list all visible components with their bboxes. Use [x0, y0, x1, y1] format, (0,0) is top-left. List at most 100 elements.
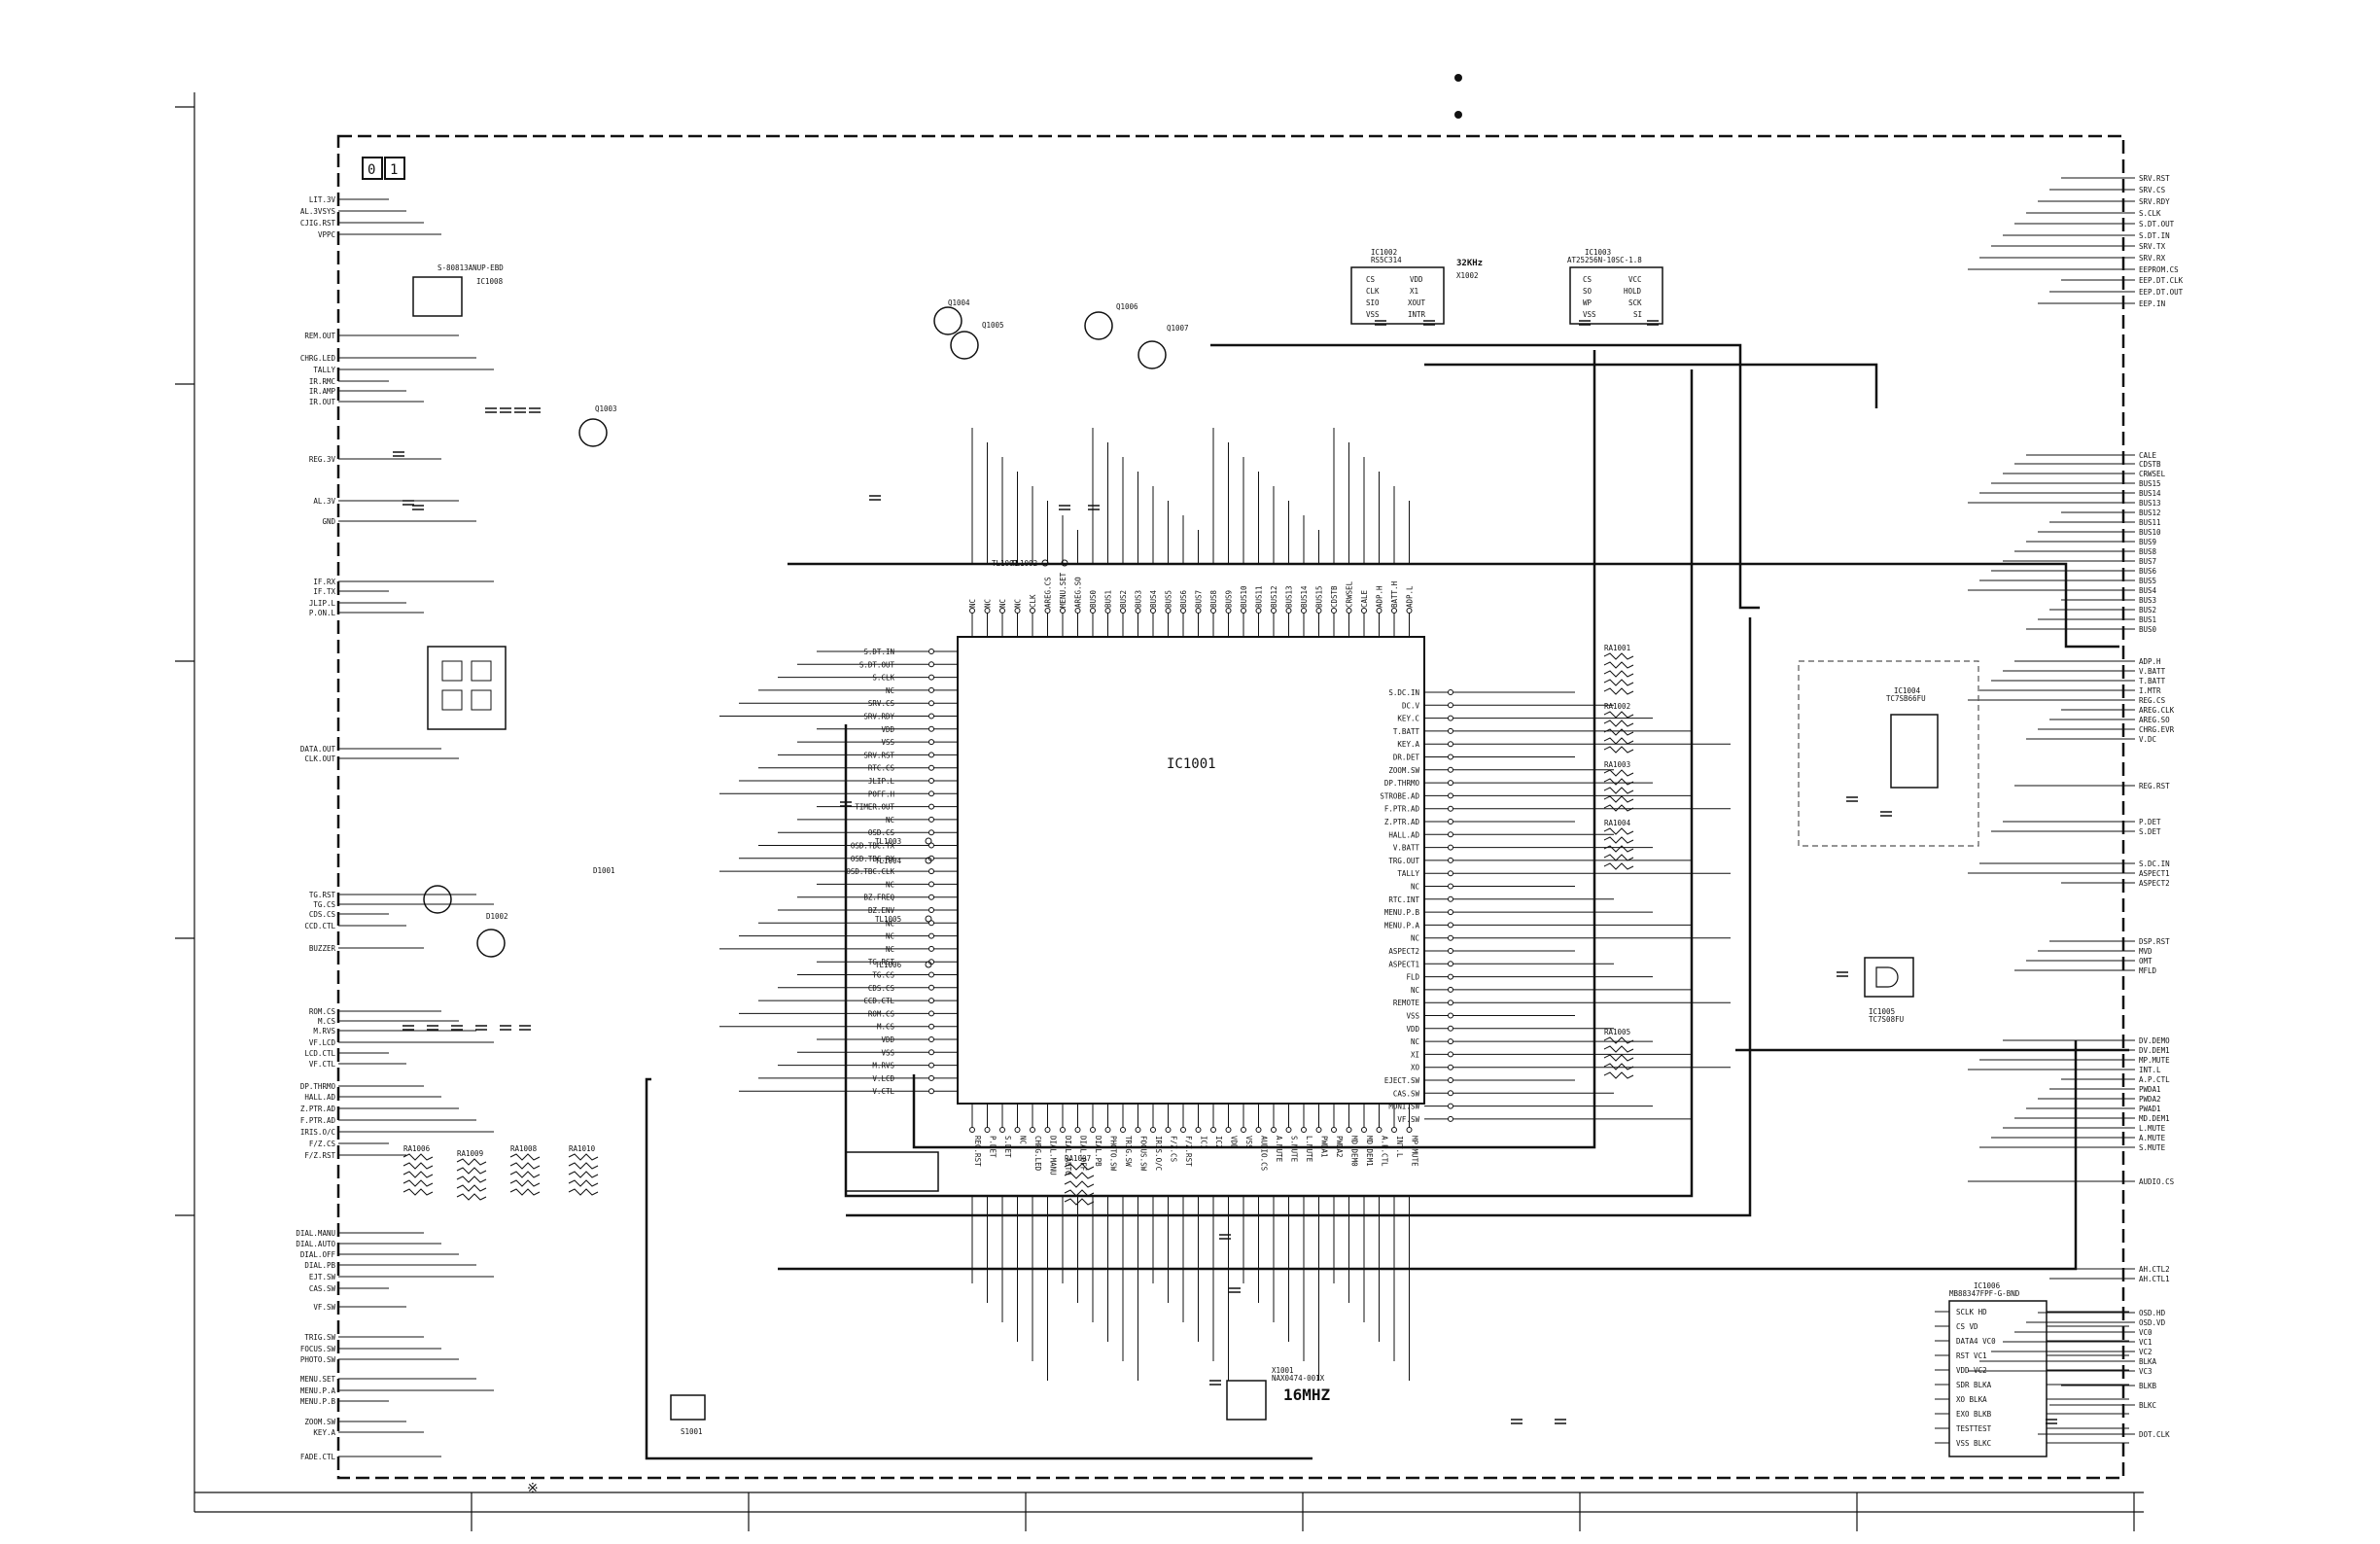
left-signal-label: ROM.CS — [309, 1007, 336, 1016]
ic1001-top-pin-label: ADP.H — [1376, 585, 1384, 608]
ic1001-left-pin-dot — [928, 829, 934, 836]
resistor-array-label: RA1005 — [1604, 1028, 1630, 1036]
ic1001-bottom-pin-dot — [1014, 1127, 1021, 1133]
ic1001-left-pin-dot — [928, 803, 934, 810]
ic1001-top-pin-label: CDSTB — [1330, 585, 1339, 608]
ic1001-bottom-pin-label: DIAL.MANU — [1049, 1136, 1058, 1176]
ic1001-right-pin-dot — [1448, 844, 1453, 851]
ic1001-left-pin-dot — [928, 984, 934, 991]
ic1001-bottom-pin-label: A.P.CTL — [1381, 1136, 1389, 1167]
resistor-array-label: RA1002 — [1604, 702, 1630, 711]
right-signal-label: OSD.VD — [2139, 1318, 2166, 1327]
ic1006-pin-label: DATA4 VC0 — [1956, 1337, 1996, 1346]
left-signal-label: DIAL.OFF — [300, 1250, 336, 1259]
right-signal-label: VC3 — [2139, 1367, 2152, 1376]
right-signal-label: EEP.DT.CLK — [2139, 276, 2184, 285]
ic1001-top-pin-label: BUS12 — [1270, 585, 1278, 608]
ic1001-top-pin-label: BUS1 — [1104, 590, 1113, 608]
ic1001-bottom-pin-dot — [984, 1127, 991, 1133]
left-signal-label: TG.CS — [313, 900, 335, 909]
ic1001-left-pin-dot — [928, 842, 934, 849]
crystal-32khz-label: 32KHz — [1456, 259, 1483, 268]
right-signal-label: DV.DEMO — [2139, 1036, 2170, 1045]
x1001-name: X1001 — [1272, 1366, 1294, 1375]
resistor-zigzag — [456, 1184, 487, 1192]
x1002-name: X1002 — [1456, 271, 1479, 280]
ic1001-bottom-pin-dot — [1285, 1127, 1292, 1133]
ic1001-top-pin-label: BUS6 — [1179, 589, 1188, 608]
ic1003-part: AT25256N-10SC-1.8 — [1567, 256, 1642, 264]
right-signal-label: P.DET — [2139, 818, 2161, 826]
ic1001-left-pin-dot — [928, 713, 934, 719]
right-signal-label: S.DT.OUT — [2139, 220, 2175, 228]
right-signal-label: CDSTB — [2139, 460, 2161, 469]
ic1003-pin-hold: HOLD — [1624, 287, 1642, 296]
ic1001-right-pin-dot — [1448, 857, 1453, 863]
block-badge: 0 1 — [362, 157, 405, 180]
ic1008-part: S-80813ANUP-EBD — [438, 263, 504, 272]
resistor-zigzag — [509, 1188, 541, 1196]
ic1001-left-pin-dot — [928, 649, 934, 654]
ic1001-top-pin-dot — [1060, 608, 1066, 614]
right-signal-label: CHRG.EVR — [2139, 725, 2175, 734]
ic1001-top-pin-label: CALE — [1360, 589, 1369, 608]
right-signal-label: S.MUTE — [2139, 1143, 2166, 1152]
ic1001-right-pin-dot — [1448, 1064, 1453, 1070]
ic1001-left-pin-dot — [928, 971, 934, 978]
right-signal-label: EEPROM.CS — [2139, 265, 2179, 274]
resistor-zigzag — [1603, 836, 1634, 844]
ic1001-left-pin-dot — [928, 790, 934, 797]
ic1001-bottom-pin-label: DIAL.AUTO — [1064, 1136, 1072, 1176]
d1001-label: D1001 — [593, 866, 615, 875]
q1003-label: Q1003 — [595, 404, 617, 413]
ic1001-bottom-pin-label: NC — [1019, 1136, 1028, 1144]
ic1001-bottom-pin-dot — [1150, 1127, 1156, 1133]
ic1001-top-pin-dot — [1090, 608, 1096, 614]
right-signal-label: SRV.RX — [2139, 254, 2166, 263]
ic1001-right-pin-label: MENU.P.B — [1384, 908, 1420, 917]
right-signal-label: SRV.CS — [2139, 186, 2166, 194]
resistor-zigzag — [402, 1171, 434, 1178]
ic1001-right-pin-label: VF.SW — [1397, 1115, 1419, 1124]
ic1001-right-pin-label: T.BATT — [1393, 727, 1420, 736]
left-signal-label: FADE.CTL — [300, 1453, 336, 1461]
ic1001-bottom-pin-dot — [1255, 1127, 1262, 1133]
resistor-zigzag — [402, 1188, 434, 1196]
ic1001-top-pin-dot — [1285, 608, 1292, 614]
ic1001-right-pin-dot — [1448, 1025, 1453, 1032]
right-signal-label: A.P.CTL — [2139, 1075, 2170, 1084]
ic1002-pin-x1: X1 — [1410, 287, 1418, 296]
right-signal-label: CRWSEL — [2139, 470, 2166, 478]
ic1001-bottom-pin-dot — [1241, 1127, 1246, 1133]
ic1001-bottom-pin-dot — [1301, 1127, 1307, 1133]
ic1001-bottom-pin-label: F/Z.RST — [1184, 1136, 1193, 1167]
ic1001-bottom-pin-dot — [1165, 1127, 1172, 1133]
ic1001-right-pin-dot — [1448, 922, 1453, 929]
right-signal-label: BUS8 — [2139, 547, 2157, 556]
ic1001-right-pin-label: DR.DET — [1393, 754, 1420, 762]
left-signal-label: HALL.AD — [304, 1093, 335, 1102]
crystal-16mhz-label: 16MHZ — [1283, 1386, 1331, 1404]
left-signal-label: FOCUS.SW — [300, 1345, 336, 1353]
ic1001-top-pin-dot — [1241, 608, 1246, 614]
ic1002-part: RS5C314 — [1371, 256, 1402, 264]
resistor-array-label: RA1009 — [457, 1149, 483, 1158]
right-signal-label: L.MUTE — [2139, 1124, 2166, 1133]
reference-mark: ※ — [527, 1481, 539, 1496]
resistor-zigzag — [1603, 728, 1634, 736]
ic1001-top-pin-dot — [1361, 608, 1367, 614]
ic1001-right-pin-label: KEY.A — [1397, 740, 1419, 749]
ic1001-right-pin-label: FLD — [1406, 973, 1419, 982]
ic1001-right-pin-dot — [1448, 805, 1453, 812]
right-signal-label: AH.CTL2 — [2139, 1265, 2170, 1274]
left-signal-label: DIAL.MANU — [296, 1229, 335, 1238]
ic1001-left-pin-dot — [928, 1088, 934, 1095]
ic1001-label: IC1001 — [1167, 756, 1216, 772]
ic1001-right-pin-label: F.PTR.AD — [1384, 805, 1420, 814]
right-signal-label: PWDA2 — [2139, 1095, 2161, 1104]
ic1001-bottom-pin-label: PHOTO.SW — [1109, 1136, 1118, 1172]
resistor-zigzag — [456, 1158, 487, 1166]
ic1001-top-pin-dot — [1014, 608, 1021, 614]
ic1001-top-pin-dot — [1150, 608, 1156, 614]
